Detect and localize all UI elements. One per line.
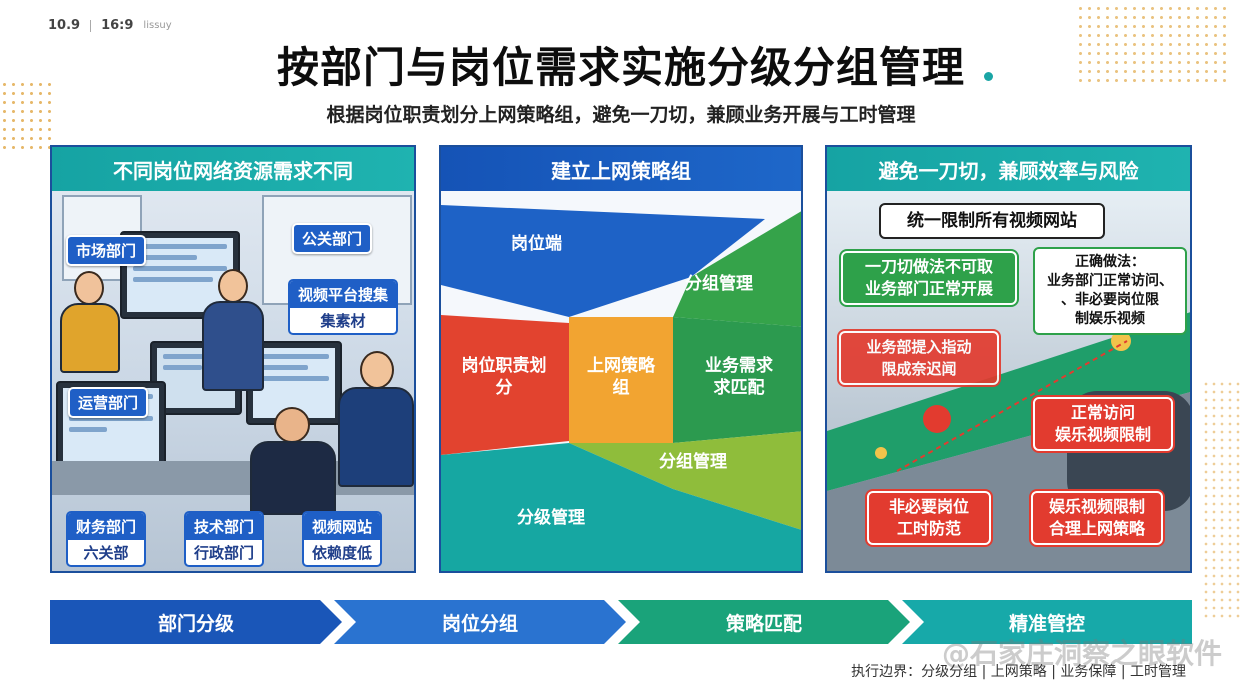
strategy-diagram: 岗位端 分组管理 岗位职责划分 上网策略组 业务需求求匹配 分组管理 分级管理 xyxy=(441,191,801,571)
aspect-ratio-label: 16:9 xyxy=(101,18,134,33)
tag-operations: 运营部门 xyxy=(68,387,149,418)
title-accent-dot xyxy=(984,72,993,81)
segment-policy-group xyxy=(569,317,673,443)
dashed-path xyxy=(896,340,1128,472)
road-illustration: 统一限制所有视频网站 一刀切做法不可取 业务部门正常开展 正确做法： 业务部门正… xyxy=(827,191,1190,571)
flow-step-department-tier: 部门分级 xyxy=(50,600,342,644)
segment-group-upper xyxy=(673,211,801,327)
segment-group-lower xyxy=(569,431,801,530)
callout-wrong-approach: 一刀切做法不可取 业务部门正常开展 xyxy=(841,251,1017,305)
label-duty: 岗位职责划分 xyxy=(461,356,547,398)
label-post-end: 岗位端 xyxy=(511,234,562,254)
segment-business xyxy=(673,317,801,443)
segment-duty xyxy=(441,315,569,455)
callout-unified-limit: 统一限制所有视频网站 xyxy=(879,203,1105,239)
page-title: 按部门与岗位需求实施分级分组管理 xyxy=(276,43,965,92)
footer-note: 执行边界：分级分组 | 上网策略 | 业务保障 | 工时管理 xyxy=(851,664,1186,680)
yellow-marker xyxy=(1111,331,1131,351)
tag-tech: 技术部门 行政部门 xyxy=(184,511,265,567)
panel-balance-risk: 避免一刀切，兼顾效率与风险 统一限制所有视频网站 一刀切做法不可取 业务部门正常… xyxy=(825,145,1192,573)
top-left-label: 10.9 xyxy=(48,18,81,33)
panel-header: 建立上网策略组 xyxy=(441,147,801,191)
red-marker xyxy=(923,405,951,433)
page-subtitle: 根据岗位职责划分上网策略组，避免一刀切，兼顾业务开展与工时管理 xyxy=(326,104,916,126)
callout-entertainment-policy: 娱乐视频限制 合理上网策略 xyxy=(1031,491,1163,545)
panel-strategy-groups: 建立上网策略组 岗位端 分组管理 岗位职责划分 上网策略组 业务需求求匹配 分组… xyxy=(439,145,803,573)
flow-step-precise-control: 精准管控 xyxy=(902,600,1192,644)
dot-pattern-right xyxy=(1202,380,1242,620)
small-caption: lissuy xyxy=(143,20,172,31)
small-marker xyxy=(875,447,887,459)
tag-video-sites: 视频网站 依赖度低 xyxy=(302,511,383,567)
divider xyxy=(90,19,92,32)
flow-step-policy-match: 策略匹配 xyxy=(618,600,910,644)
tag-marketing: 市场部门 xyxy=(66,235,147,266)
panel-header: 不同岗位网络资源需求不同 xyxy=(52,147,414,191)
callout-red-blurred: 业务部提入指动 限成奈迟闻 xyxy=(839,331,999,385)
label-business-match: 业务需求求匹配 xyxy=(705,356,773,398)
label-group-lower: 分组管理 xyxy=(659,452,727,472)
top-bar: 10.9 16:9 lissuy xyxy=(48,18,172,33)
label-group-upper: 分组管理 xyxy=(685,274,753,294)
label-tier: 分级管理 xyxy=(517,508,585,528)
watermark: @石家庄洞察之眼软件 xyxy=(941,637,1222,670)
dot-pattern-top-right xyxy=(1076,4,1226,84)
segment-post-end xyxy=(441,205,765,317)
tag-public-relations: 公关部门 xyxy=(292,223,373,254)
panel-header: 避免一刀切，兼顾效率与风险 xyxy=(827,147,1190,191)
strategy-shapes xyxy=(441,205,801,571)
dot-pattern-left xyxy=(0,80,56,150)
tag-finance: 财务部门 六关部 xyxy=(66,511,147,567)
callout-normal-access: 正常访问 娱乐视频限制 xyxy=(1033,397,1173,451)
callout-nonessential: 非必要岗位 工时防范 xyxy=(867,491,991,545)
callout-correct-approach: 正确做法： 业务部门正常访问、 、非必要岗位限 制娱乐视频 xyxy=(1033,247,1187,335)
panel-resource-needs: 不同岗位网络资源需求不同 市场部门 公关部门 视频平台搜集 集素材 xyxy=(50,145,416,573)
segment-tier xyxy=(441,443,801,571)
tag-video-platform: 视频平台搜集 集素材 xyxy=(288,279,399,335)
office-illustration: 市场部门 公关部门 视频平台搜集 集素材 运营部门 财务部门 六关部 技术部门 … xyxy=(52,191,414,571)
flow-step-post-group: 岗位分组 xyxy=(334,600,626,644)
green-lane xyxy=(827,312,1190,491)
label-policy-group: 上网策略组 xyxy=(587,356,655,398)
